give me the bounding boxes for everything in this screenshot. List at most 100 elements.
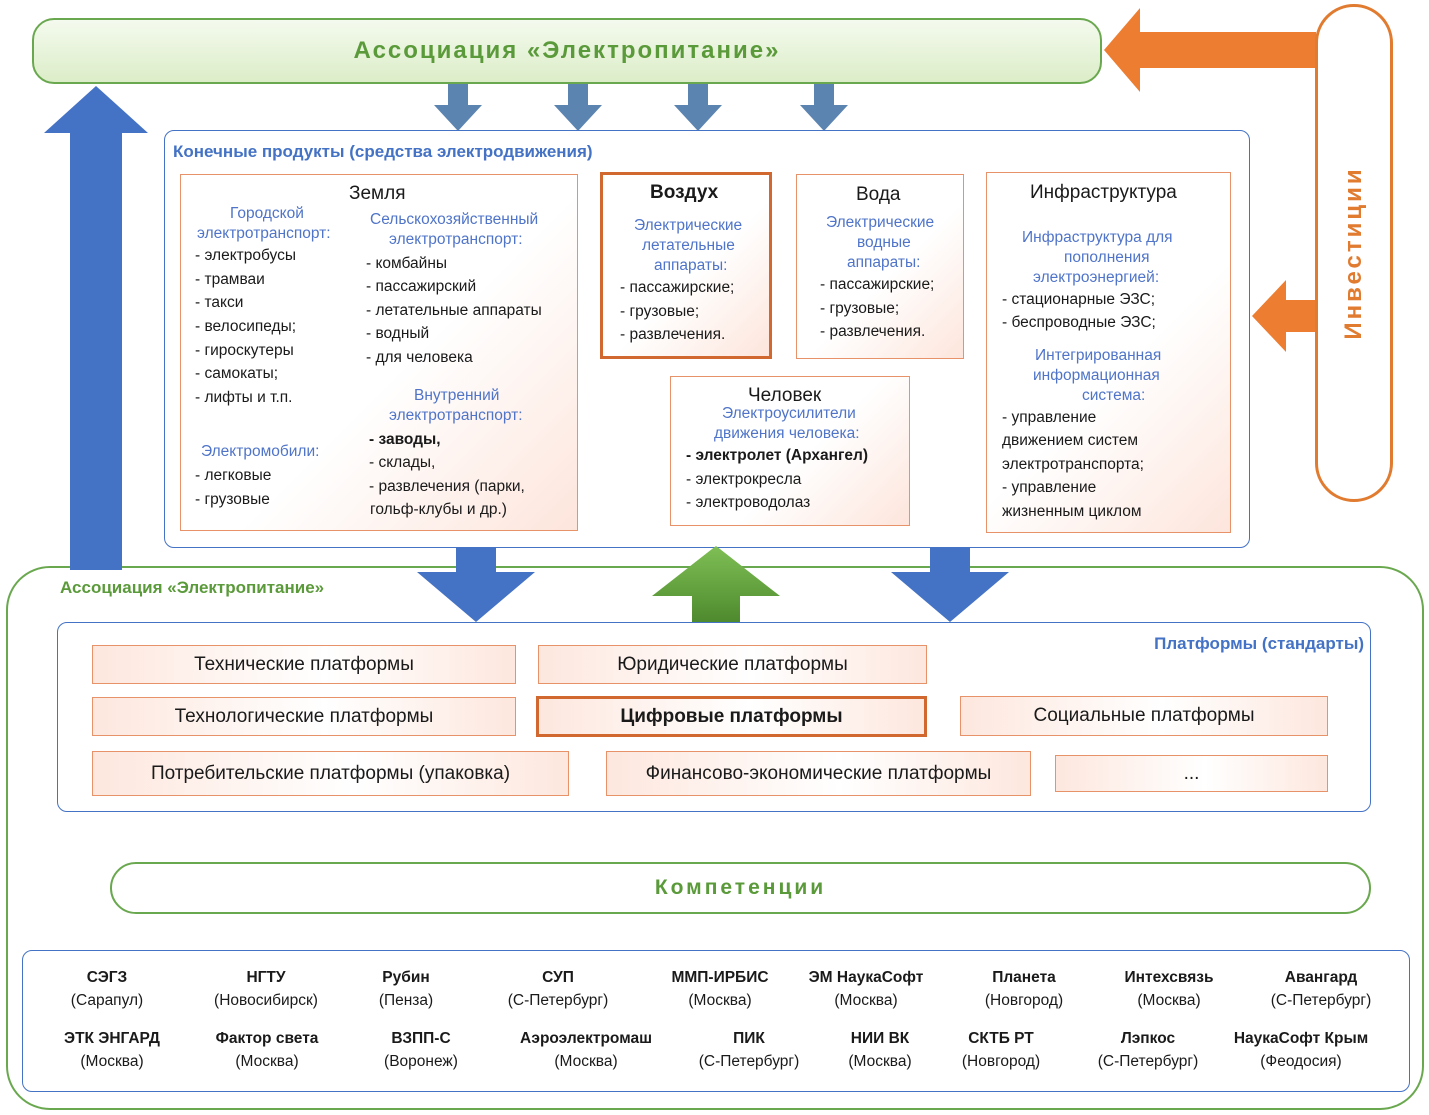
member: ПИК (С-Петербург) (669, 1027, 829, 1073)
member: ВЗПП-С (Воронеж) (341, 1027, 501, 1073)
investments-pill: Инвестиции (1315, 4, 1393, 502)
infra-sub1-1: Инфраструктура для (1022, 229, 1173, 246)
infra-sub1-3: электроэнергией: (1033, 269, 1160, 286)
member-city: (Пенза) (378, 992, 434, 1009)
air-sub-3: аппараты: (654, 257, 728, 274)
agri-item: - летательные аппараты (366, 302, 542, 319)
cars-item: - легковые (195, 467, 272, 484)
member-name: Авангард (1284, 969, 1358, 986)
legal-platforms: Юридические платформы (538, 645, 927, 684)
down-arrow-1 (434, 83, 482, 131)
urban-item: - самокаты; (195, 365, 279, 382)
member: Фактор света (Москва) (187, 1027, 347, 1073)
human-item: - электрокресла (686, 471, 802, 488)
air-sub-2: летательные (642, 237, 735, 254)
digital-platforms: Цифровые платформы (536, 696, 927, 737)
member-city: (С-Петербург) (507, 992, 609, 1009)
infra-item: - беспроводные ЭЗС; (1002, 314, 1156, 331)
infra-item: жизненным циклом (1002, 503, 1142, 520)
human-header: Человек (748, 385, 822, 406)
cars-title: Электромобили: (201, 443, 320, 460)
water-header: Вода (856, 184, 901, 205)
member: Интехсвязь(Москва) (1089, 966, 1249, 1012)
down-arrow-2 (554, 83, 602, 131)
bottom-association-title: Ассоциация «Электропитание» (60, 578, 325, 597)
member-name: СУП (542, 969, 574, 986)
urban-title-2: электротранспорт: (197, 225, 331, 242)
member-name: ЭТК ЭНГАРД (64, 1030, 160, 1047)
member-name: ПИК (733, 1030, 765, 1047)
urban-item: - велосипеды; (195, 318, 297, 335)
financial-platforms: Финансово-экономические платформы (606, 751, 1031, 796)
human-box (670, 376, 910, 526)
urban-item: - электробусы (195, 247, 296, 264)
internal-title-1: Внутренний (414, 387, 500, 404)
infra-item: - управление (1002, 479, 1097, 496)
member: ММП-ИРБИС(Москва) (640, 966, 800, 1012)
internal-item: - развлечения (парки, (369, 478, 525, 495)
urban-item: - трамваи (195, 271, 265, 288)
member-city: (С-Петербург) (1270, 992, 1372, 1009)
products-title: Конечные продукты (средства электродвиже… (173, 142, 593, 161)
member: ЭМ НаукаСофт(Москва) (786, 966, 946, 1012)
water-sub-3: аппараты: (847, 254, 921, 271)
member-city: (Новгород) (984, 992, 1064, 1009)
water-box (796, 174, 964, 359)
member: НИИ ВК(Москва) (800, 1027, 960, 1073)
consumer-platforms: Потребительские платформы (упаковка) (92, 751, 569, 796)
member-name: Фактор света (215, 1030, 319, 1047)
internal-title-2: электротранспорт: (389, 407, 523, 424)
urban-item: - лифты и т.п. (195, 389, 293, 406)
member-city: (Москва) (1137, 992, 1201, 1009)
member: СЭГЗ(Сарапул) (27, 966, 187, 1012)
social-platforms: Социальные платформы (960, 696, 1328, 736)
land-box (180, 174, 578, 531)
member: Лэпкос (С-Петербург) (1068, 1027, 1228, 1073)
internal-item: - склады, (369, 454, 436, 471)
member: Планета(Новгород) (944, 966, 1104, 1012)
invest-to-assoc-arrow (1104, 8, 1316, 92)
infra-sub2-1: Интегрированная (1035, 347, 1162, 364)
member-name: Рубин (382, 969, 430, 986)
member-city: (Москва) (688, 992, 752, 1009)
down-arrow-3 (674, 83, 722, 131)
member: Аэроэлектромаш(Москва) (506, 1027, 666, 1073)
member-city: (Москва) (80, 1053, 144, 1070)
water-item: - развлечения. (820, 323, 926, 340)
cars-item: - грузовые (195, 491, 270, 508)
member: СУП (С-Петербург) (478, 966, 638, 1012)
member-city: (С-Петербург) (1097, 1053, 1199, 1070)
member-city: (Сарапул) (70, 992, 144, 1009)
member: СКТБ РТ(Новгород) (921, 1027, 1081, 1073)
infra-sub1-2: пополнения (1064, 249, 1150, 266)
member-city: (Феодосия) (1260, 1053, 1342, 1070)
technological-platforms: Технологические платформы (92, 697, 516, 736)
member-city: (Воронеж) (384, 1053, 458, 1070)
agri-title-1: Сельскохозяйственный (370, 211, 539, 228)
human-sub-2: движения человека: (714, 425, 860, 442)
air-header: Воздух (650, 182, 719, 203)
member-city: (Москва) (235, 1053, 299, 1070)
down-arrow-4 (800, 83, 848, 131)
infra-sub2-2: информационная (1033, 367, 1160, 384)
air-sub-1: Электрические (634, 217, 743, 234)
member-name: Аэроэлектромаш (520, 1030, 652, 1047)
internal-item: гольф-клубы и др.) (370, 501, 507, 518)
member: Авангард (С-Петербург) (1241, 966, 1401, 1012)
land-header: Земля (349, 183, 406, 204)
infra-item: движением систем (1002, 432, 1139, 449)
member-name: НаукаСофт Крым (1233, 1030, 1369, 1047)
member-city: (С-Петербург) (698, 1053, 800, 1070)
member-name: Лэпкос (1120, 1030, 1176, 1047)
air-item: - развлечения. (620, 326, 726, 343)
platforms-title: Платформы (стандарты) (1154, 634, 1364, 653)
member: Рубин (Пенза) (326, 966, 486, 1012)
urban-item: - такси (195, 294, 244, 311)
infra-item: - управление (1002, 409, 1097, 426)
member-name: ВЗПП-С (391, 1030, 451, 1047)
top-association-banner: Ассоциация «Электропитание» (32, 18, 1102, 84)
member-city: (Москва) (848, 1053, 912, 1070)
left-up-arrow (44, 86, 148, 570)
agri-title-2: электротранспорт: (389, 231, 523, 248)
member: НаукаСофт Крым (Феодосия) (1221, 1027, 1381, 1073)
